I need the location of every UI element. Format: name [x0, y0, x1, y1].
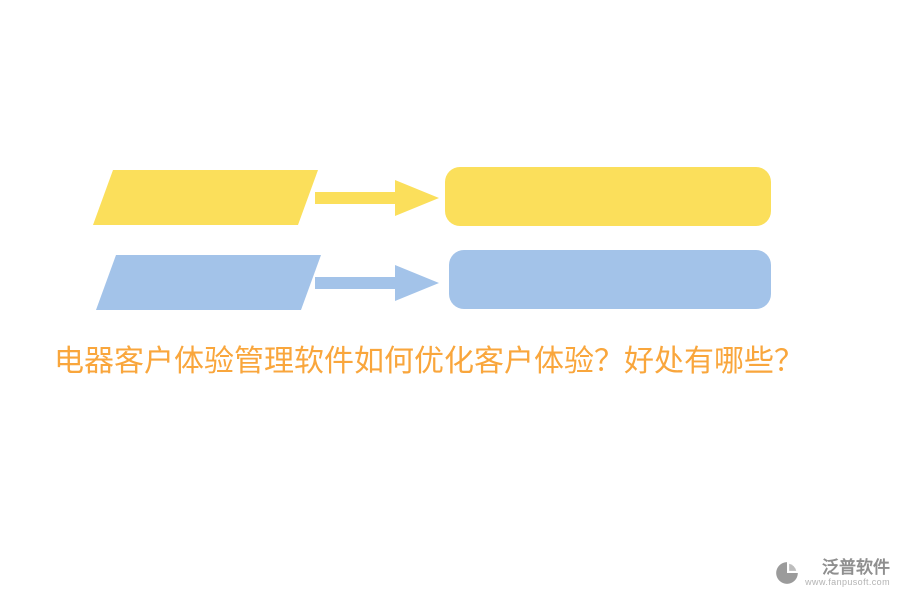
yellow-parallelogram — [92, 170, 319, 225]
fanpu-logo-icon — [774, 560, 800, 586]
brand-name: 泛普软件 — [822, 557, 890, 577]
brand-url: www.fanpusoft.com — [805, 577, 890, 588]
page-title: 电器客户体验管理软件如何优化客户体验？好处有哪些？ — [54, 345, 804, 378]
footer-brand: 泛普软件 www.fanpusoft.com — [774, 557, 890, 588]
blue-rounded-rect — [449, 250, 771, 309]
blue-arrow-right-icon — [315, 263, 441, 303]
yellow-rounded-rect — [445, 167, 771, 226]
yellow-arrow-right-icon — [315, 178, 441, 218]
blue-parallelogram — [95, 255, 322, 310]
